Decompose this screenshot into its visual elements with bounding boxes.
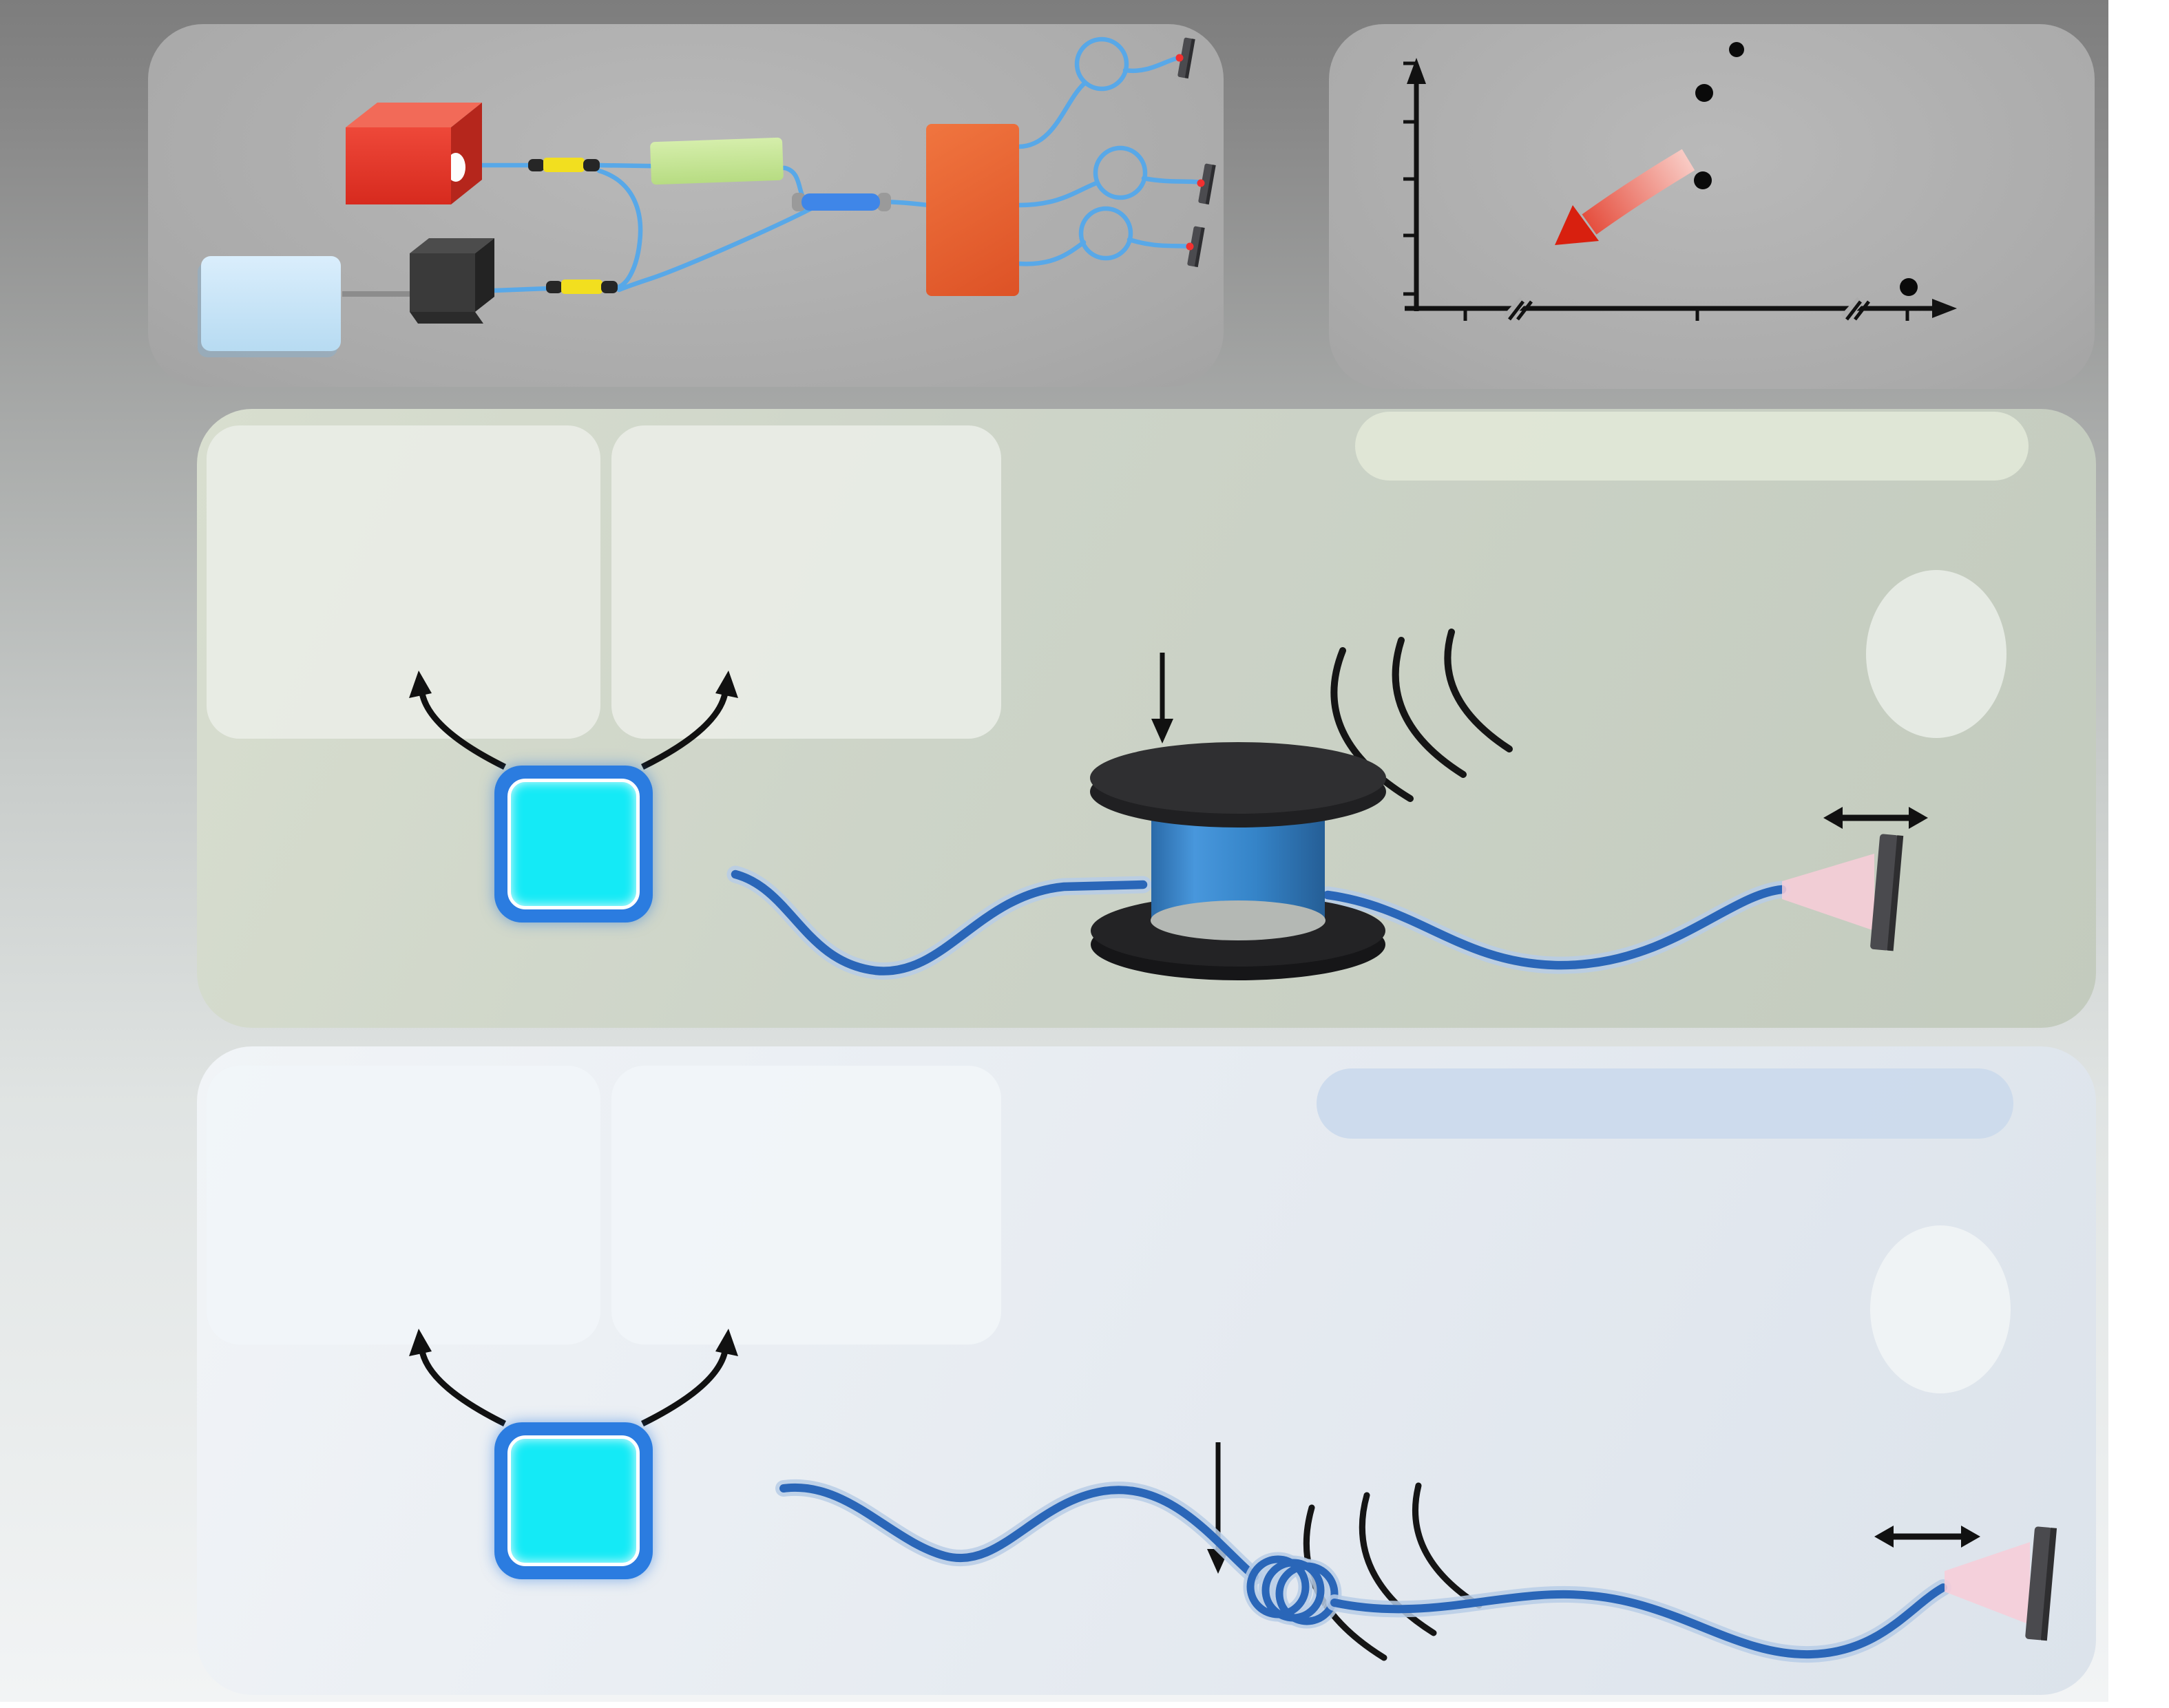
phase-card-b xyxy=(611,425,1001,739)
mirror-1 xyxy=(1177,37,1195,79)
laser-spot-3 xyxy=(1186,242,1194,251)
legend-dot-marker xyxy=(1729,42,1744,57)
signal-ellipse-b xyxy=(1866,570,2006,738)
method-pill-b xyxy=(1355,412,2029,481)
comparison-chart xyxy=(1403,42,1957,321)
circulator xyxy=(792,193,891,211)
datapoint-2000-1 xyxy=(1900,278,1918,296)
vibration-arcs-b xyxy=(1330,629,1513,802)
arrowhead xyxy=(715,1329,738,1356)
probe-beam-b xyxy=(1782,854,1874,931)
datapoint-100-20 xyxy=(1694,171,1712,189)
aom-box xyxy=(649,137,784,185)
coupler-cp2 xyxy=(546,280,618,294)
trend-arrow xyxy=(1582,149,1695,235)
vibration-arrow-b xyxy=(1823,807,1928,829)
pd-bottom-face xyxy=(410,312,483,324)
pms-method-illustration xyxy=(409,1329,2057,1663)
mirror-2 xyxy=(1198,163,1216,205)
fiber-coil xyxy=(1243,1552,1342,1629)
arrowhead xyxy=(715,671,738,698)
sensing-fiber-c xyxy=(775,1479,1951,1663)
optical-setup-diagram xyxy=(342,36,1216,324)
laser-box xyxy=(346,127,451,204)
coupler-1xn-box xyxy=(926,124,1019,296)
daq-box xyxy=(201,256,341,351)
sensing-fiber-b xyxy=(726,865,1791,980)
vibration-arrow-c xyxy=(1874,1526,1980,1548)
laser-top-face xyxy=(346,103,482,127)
delay-pointer-head-b xyxy=(1151,719,1173,744)
pd-top-face xyxy=(410,238,494,253)
fpga-output-arrows-b xyxy=(418,682,729,770)
trend-arrow-head xyxy=(1555,205,1599,245)
arrowhead xyxy=(409,671,432,698)
fpga-output-arrows-c xyxy=(418,1340,729,1427)
laser-spot-2 xyxy=(1197,179,1205,187)
pd-box xyxy=(410,253,475,312)
fiber-spool xyxy=(1090,742,1386,980)
phase-card-c xyxy=(611,1066,1001,1345)
arrowhead xyxy=(409,1329,432,1356)
carrier-card-c xyxy=(207,1066,600,1345)
datapoint-100-35 xyxy=(1695,84,1713,102)
mirror-3 xyxy=(1187,226,1205,268)
signal-ellipse-c xyxy=(1870,1225,2011,1393)
target-mirror-c xyxy=(2025,1526,2057,1641)
x-axis-arrow xyxy=(1932,299,1957,318)
y-axis-arrow xyxy=(1407,58,1426,84)
method-pill-c xyxy=(1317,1068,2013,1139)
laser-spot-1 xyxy=(1175,54,1184,62)
axes xyxy=(1403,61,1945,321)
fpga-chip-b xyxy=(494,766,653,922)
carrier-card-b xyxy=(207,425,600,739)
panel-d xyxy=(1329,24,2095,389)
coupler-cp1 xyxy=(528,158,600,172)
conventional-method-illustration xyxy=(409,629,1928,980)
probe-beam-c xyxy=(1945,1542,2030,1625)
fpga-chip-c xyxy=(494,1422,653,1579)
pd-side-face xyxy=(475,238,494,312)
axis-breaks xyxy=(1503,297,1870,321)
target-mirror-b xyxy=(1870,834,1904,951)
laser-lens xyxy=(446,153,465,182)
